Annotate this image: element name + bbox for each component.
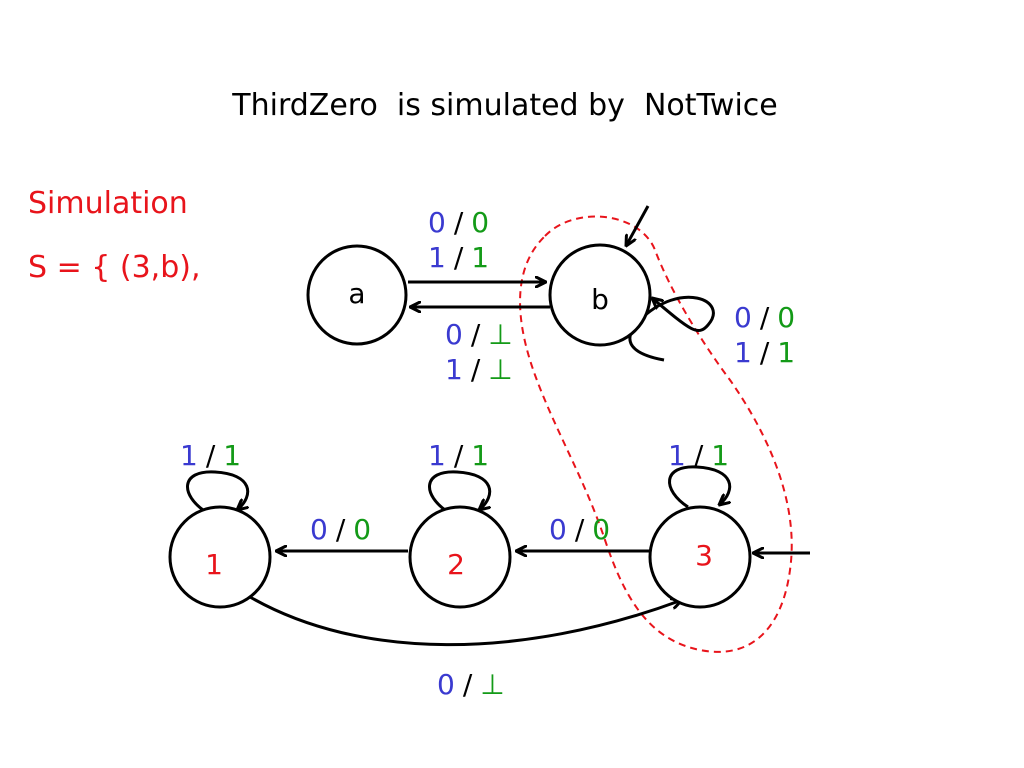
label-a-to-b-1-slash: / [454, 206, 464, 239]
label-loop-3-out: 1 [711, 439, 729, 472]
label-b-to-a-1-slash: / [471, 318, 481, 351]
label-b-loop-2-out: 1 [777, 336, 795, 369]
label-loop-3: 1/1 [668, 439, 729, 472]
edge-1-to-3 [249, 595, 682, 647]
edge-b-self-loop [628, 295, 715, 362]
label-a-to-b-line1: 0/0 [428, 206, 489, 239]
label-b-loop-1-slash: / [760, 301, 770, 334]
edge-2-self-loop [428, 470, 490, 514]
label-loop-3-slash: / [694, 439, 704, 472]
label-a-to-b-2-out: 1 [471, 241, 489, 274]
label-3-to-2-out: 0 [592, 513, 610, 546]
label-loop-3-in: 1 [668, 439, 686, 472]
label-b-to-a-line2: 1/⊥ [445, 353, 513, 386]
label-b-to-a-2-in: 1 [445, 353, 463, 386]
label-b-loop-1-out: 0 [777, 301, 795, 334]
label-a-to-b-1-out: 0 [471, 206, 489, 239]
state-1-label: 1 [205, 548, 223, 581]
state-2: 2 [408, 505, 512, 609]
label-2-to-1-in: 0 [310, 513, 328, 546]
state-2-label: 2 [447, 548, 465, 581]
label-2-to-1: 0/0 [310, 513, 371, 546]
state-a-label: a [348, 277, 365, 310]
label-loop-2-out: 1 [471, 439, 489, 472]
edge-3-self-loop [668, 465, 730, 509]
label-3-to-2-slash: / [575, 513, 585, 546]
state-a: a [306, 244, 408, 346]
label-loop-2: 1/1 [428, 439, 489, 472]
label-b-to-a-line1: 0/⊥ [445, 318, 513, 351]
label-3-to-2-in: 0 [549, 513, 567, 546]
label-a-to-b-1-in: 0 [428, 206, 446, 239]
simulation-region-outline [519, 215, 793, 653]
label-b-to-a-2-out: ⊥ [488, 353, 512, 386]
page-title: ThirdZero is simulated by NotTwice [232, 88, 778, 123]
state-b-label: b [591, 283, 609, 316]
label-b-to-a-1-in: 0 [445, 318, 463, 351]
label-b-loop-line2: 1/1 [734, 336, 795, 369]
label-b-loop-line1: 0/0 [734, 301, 795, 334]
label-a-to-b-2-in: 1 [428, 241, 446, 274]
simulation-heading: Simulation [28, 186, 188, 221]
label-loop-1: 1/1 [180, 439, 241, 472]
label-loop-2-slash: / [454, 439, 464, 472]
initial-arrow-b [626, 205, 650, 246]
label-a-to-b-line2: 1/1 [428, 241, 489, 274]
label-b-loop-1-in: 0 [734, 301, 752, 334]
label-2-to-1-out: 0 [353, 513, 371, 546]
label-loop-1-slash: / [206, 439, 216, 472]
label-loop-1-out: 1 [223, 439, 241, 472]
edge-1-self-loop [186, 470, 248, 514]
label-b-loop-2-in: 1 [734, 336, 752, 369]
label-3-to-2: 0/0 [549, 513, 610, 546]
label-b-loop-2-slash: / [760, 336, 770, 369]
label-1-to-3: 0/⊥ [437, 668, 505, 701]
state-1: 1 [168, 505, 272, 609]
label-1-to-3-in: 0 [437, 668, 455, 701]
label-a-to-b-2-slash: / [454, 241, 464, 274]
simulation-relation: S = { (3,b), [28, 250, 201, 285]
label-b-to-a-2-slash: / [471, 353, 481, 386]
label-loop-2-in: 1 [428, 439, 446, 472]
label-1-to-3-out: ⊥ [480, 668, 504, 701]
state-3: 3 [648, 505, 752, 609]
label-b-to-a-1-out: ⊥ [488, 318, 512, 351]
label-2-to-1-slash: / [336, 513, 346, 546]
state-b: b [548, 243, 652, 347]
state-3-label: 3 [695, 539, 713, 572]
label-1-to-3-slash: / [463, 668, 473, 701]
label-loop-1-in: 1 [180, 439, 198, 472]
